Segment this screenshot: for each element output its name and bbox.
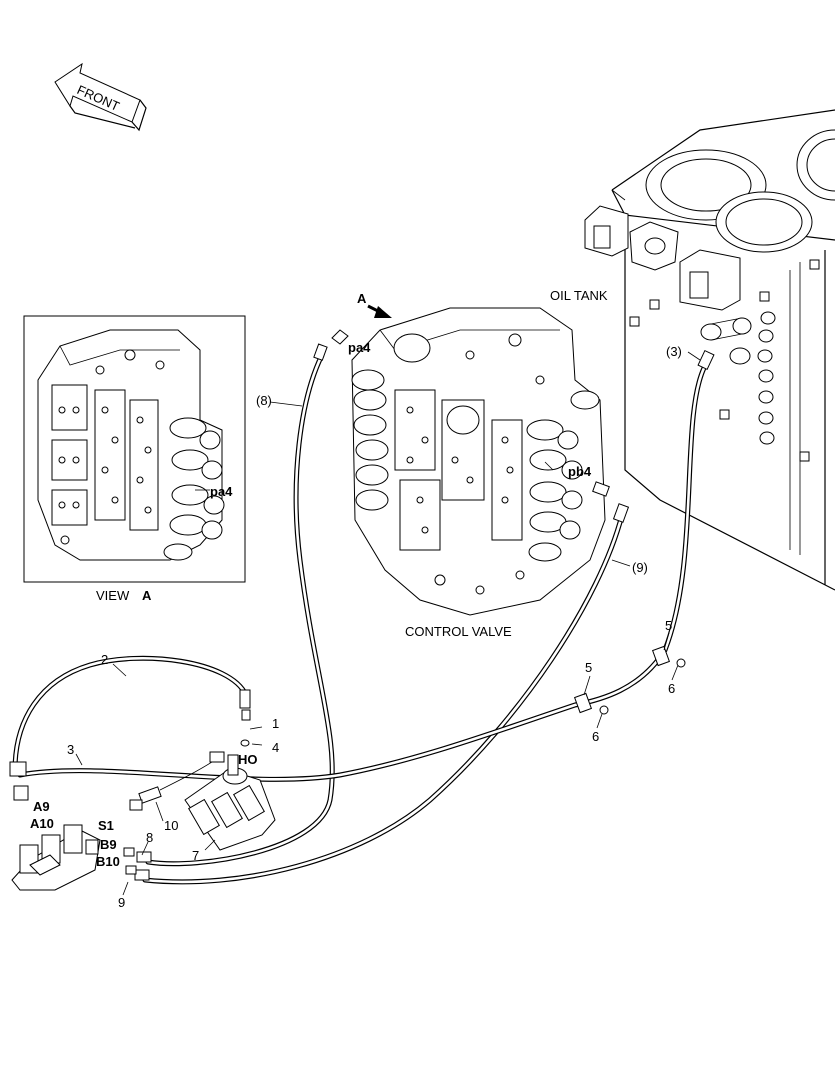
control-valve-right-spools [526, 390, 600, 562]
pa4-label: pa4 [348, 340, 371, 355]
hose-fittings [9, 343, 715, 881]
oil-tank-label: OIL TANK [550, 288, 608, 303]
part-3-label: 3 [67, 742, 74, 757]
leader-lines [75, 351, 701, 896]
hoses [12, 352, 707, 885]
part-2-label: 2 [101, 652, 108, 667]
hose-9-label: (9) [632, 560, 648, 575]
part-5b-label: 5 [665, 618, 672, 633]
port-b10-label: B10 [96, 854, 120, 869]
part-8-label: 8 [146, 830, 153, 845]
view-a-bolts [58, 349, 165, 545]
tank-bosses [629, 259, 820, 462]
view-a-caption-letter: A [142, 588, 152, 603]
part-7-label: 7 [192, 848, 199, 863]
part-6b-label: 6 [668, 681, 675, 696]
part-1-label: 1 [272, 716, 279, 731]
oil-tank: OIL TANK [550, 109, 835, 591]
part-4-label: 4 [272, 740, 279, 755]
front-arrow: FRONT [54, 62, 147, 132]
port-b9-label: B9 [100, 837, 117, 852]
control-valve-label: CONTROL VALVE [405, 624, 512, 639]
part-5a-label: 5 [585, 660, 592, 675]
part-10-label: 10 [164, 818, 178, 833]
view-direction-arrow: A [357, 291, 392, 318]
port-a10-label: A10 [30, 816, 54, 831]
view-a-inset: pa4 [23, 315, 246, 583]
control-valve: pa4 pb4 [331, 307, 610, 616]
port-a9-label: A9 [33, 799, 50, 814]
view-a-caption-word: VIEW [96, 588, 130, 603]
solenoid-valve-7 [138, 751, 276, 851]
hose-8-label: (8) [256, 393, 272, 408]
arrow-a-label: A [357, 291, 367, 306]
view-a-valve-drawing [37, 329, 225, 561]
control-valve-bolts [406, 333, 545, 595]
pb4-label: pb4 [568, 464, 592, 479]
port-s1-label: S1 [98, 818, 114, 833]
part-9-label: 9 [118, 895, 125, 910]
view-a-pa4-label: pa4 [210, 484, 233, 499]
hose-3-tank-label: (3) [666, 344, 682, 359]
part-6a-label: 6 [592, 729, 599, 744]
pilot-manifold [11, 799, 143, 891]
control-valve-left-spools [351, 369, 389, 511]
port-ho-label: HO [238, 752, 258, 767]
